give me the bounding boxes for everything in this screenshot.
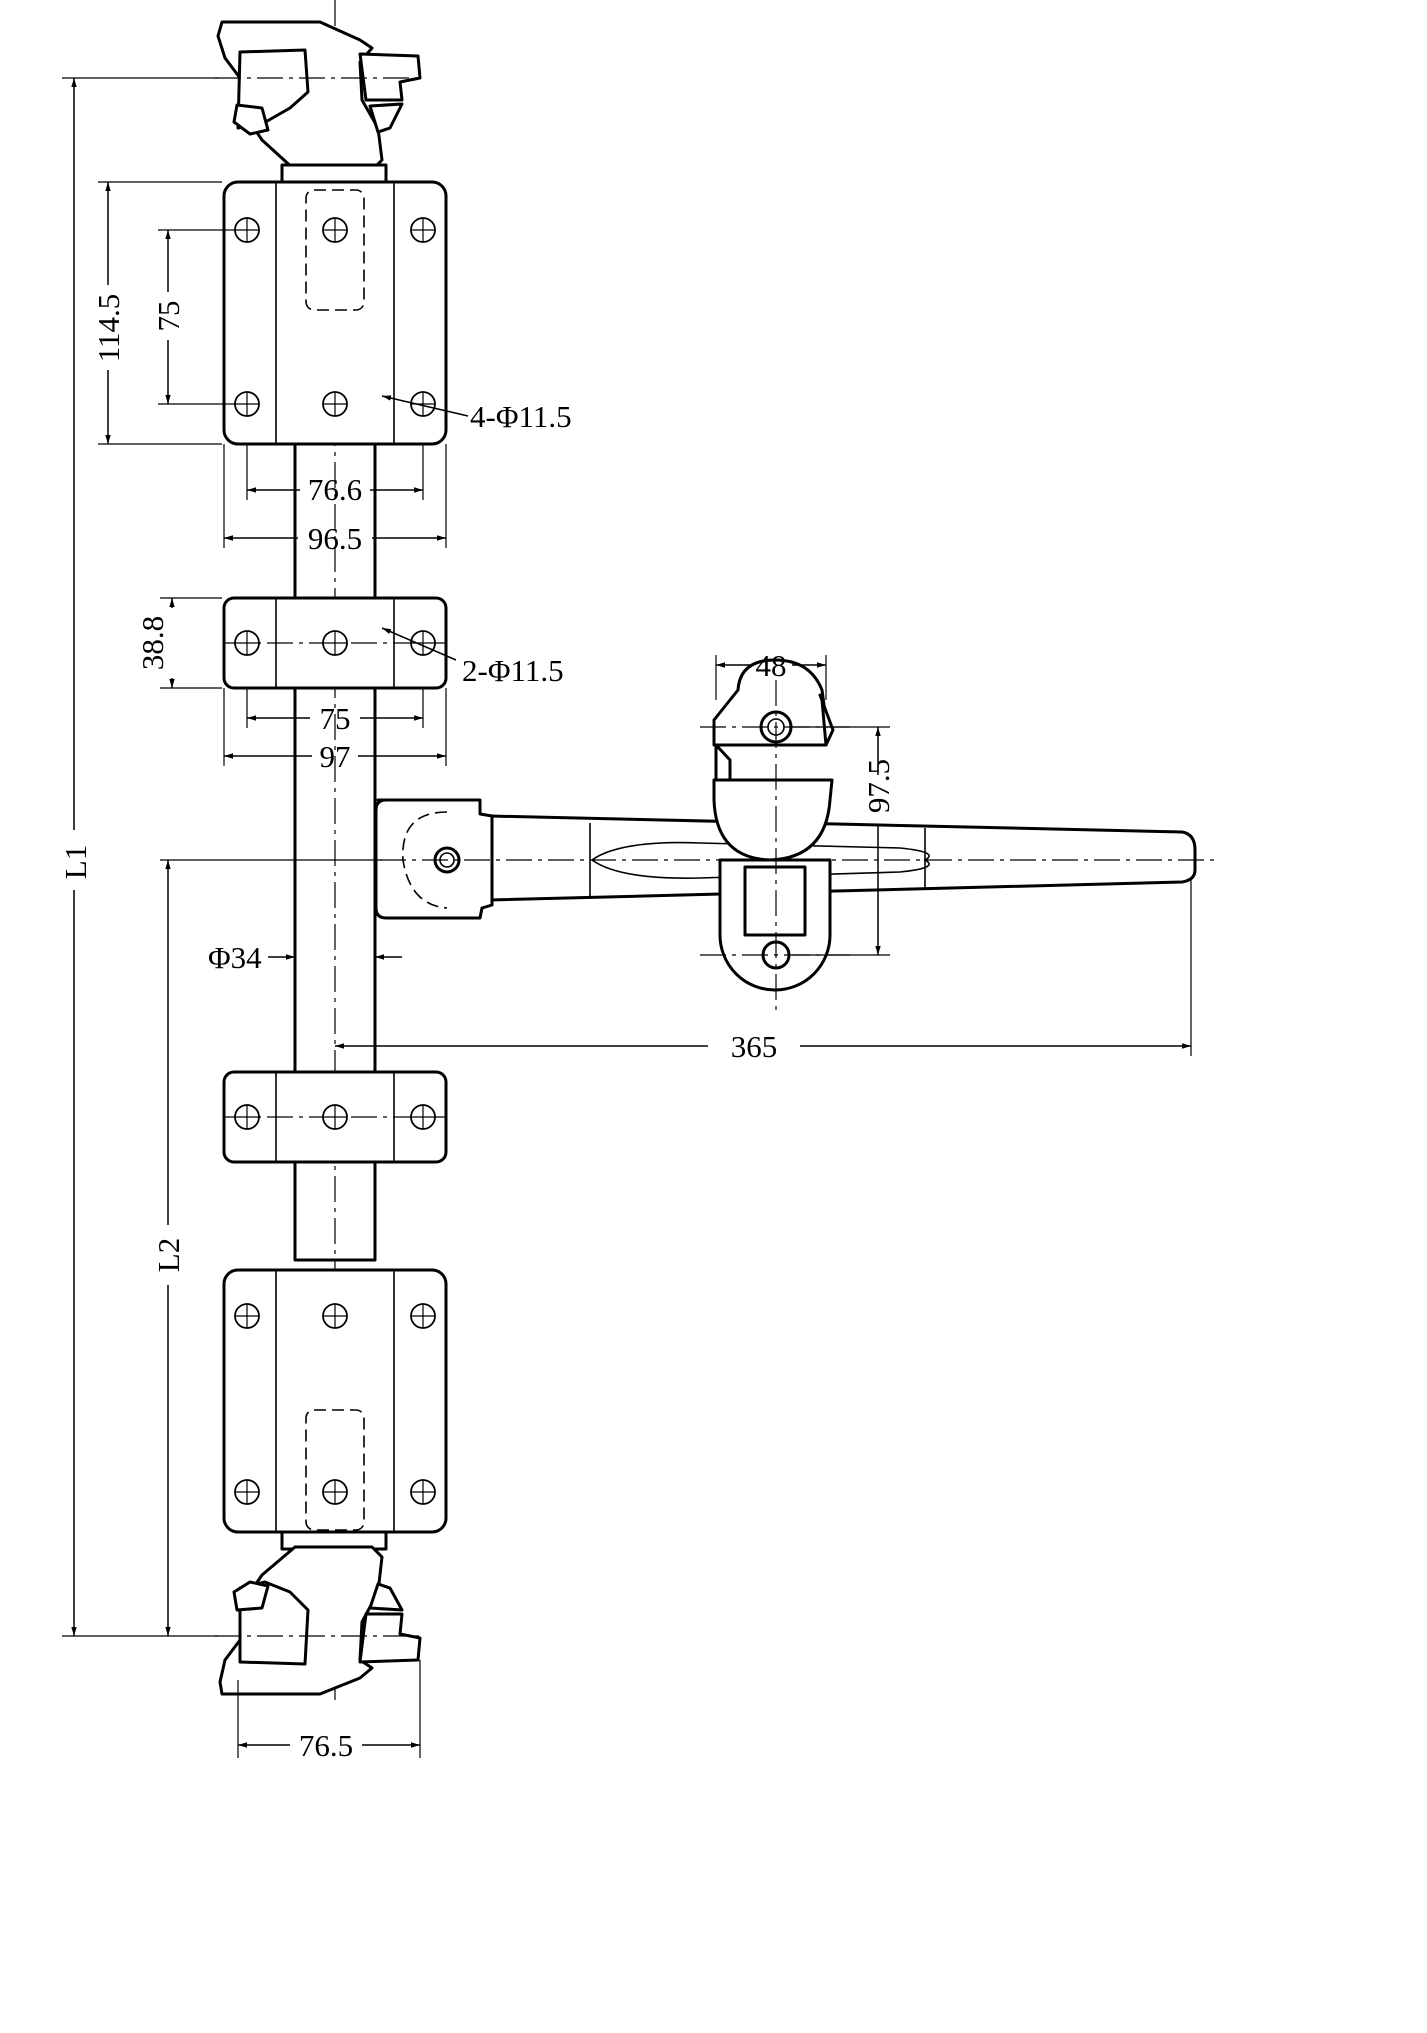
dim-label: Φ34 bbox=[208, 940, 262, 975]
top-cam-keeper bbox=[215, 20, 425, 184]
dim-label: 2-Φ11.5 bbox=[462, 653, 564, 688]
dim-label: 76.6 bbox=[308, 472, 362, 507]
dimension-guide-height: 38.8 bbox=[135, 597, 222, 689]
dim-label: 48 bbox=[756, 648, 787, 683]
dimension-overall-length: L1 bbox=[58, 77, 218, 1637]
bolt-hole bbox=[322, 1479, 348, 1505]
bolt-hole bbox=[234, 217, 260, 243]
bolt-hole bbox=[410, 1479, 436, 1505]
callout-guide-holes: 2-Φ11.5 bbox=[381, 627, 564, 688]
handle-keeper bbox=[700, 658, 850, 1010]
dimension-top-hole-spacing-h: 76.6 bbox=[246, 444, 424, 507]
dim-label: 365 bbox=[731, 1029, 778, 1064]
upper-rod-guide bbox=[222, 596, 448, 690]
bolt-hole bbox=[410, 630, 436, 656]
bolt-hole bbox=[410, 1303, 436, 1329]
bottom-cam-keeper bbox=[215, 1530, 425, 1696]
bolt-hole bbox=[322, 1104, 348, 1130]
callout-top-holes: 4-Φ11.5 bbox=[381, 395, 572, 434]
dimension-top-plate-width: 96.5 bbox=[223, 444, 447, 556]
dim-label: 97.5 bbox=[861, 759, 896, 813]
bolt-hole bbox=[410, 1104, 436, 1130]
bottom-mounting-plate bbox=[222, 1268, 448, 1534]
dimension-guide-width: 97 bbox=[223, 688, 447, 774]
dimension-guide-hole-spacing: 75 bbox=[246, 688, 424, 736]
top-mounting-plate bbox=[222, 180, 448, 446]
bolt-hole bbox=[234, 391, 260, 417]
dimension-keeper-width: 48 bbox=[715, 648, 827, 700]
dim-label: 96.5 bbox=[308, 521, 362, 556]
dimension-handle-height: L2 bbox=[151, 859, 382, 1636]
dim-label: 76.5 bbox=[299, 1728, 353, 1763]
dim-label: 114.5 bbox=[91, 294, 126, 363]
bolt-hole bbox=[234, 630, 260, 656]
dimension-keeper-hole-spacing: 97.5 bbox=[792, 726, 896, 956]
dim-label: 38.8 bbox=[135, 616, 170, 670]
dimension-handle-length: 365 bbox=[335, 880, 1192, 1064]
dim-label: L2 bbox=[151, 1238, 186, 1272]
bolt-hole bbox=[322, 217, 348, 243]
dim-label: 75 bbox=[151, 301, 186, 332]
bolt-hole bbox=[322, 391, 348, 417]
dim-label: 75 bbox=[320, 701, 351, 736]
dim-label: 97 bbox=[320, 739, 351, 774]
bolt-hole bbox=[234, 1303, 260, 1329]
bolt-hole bbox=[234, 1479, 260, 1505]
dimension-top-hole-spacing-v: 75 bbox=[151, 229, 236, 405]
lower-rod-guide bbox=[222, 1070, 448, 1164]
bolt-hole bbox=[410, 217, 436, 243]
dim-label: 4-Φ11.5 bbox=[470, 399, 572, 434]
dimension-top-plate-height: 114.5 bbox=[91, 181, 222, 445]
dimension-cam-width: 76.5 bbox=[237, 1660, 421, 1763]
dim-label: L1 bbox=[58, 845, 93, 879]
lock-handle bbox=[374, 798, 1215, 920]
bolt-hole bbox=[234, 1104, 260, 1130]
bolt-hole bbox=[322, 1303, 348, 1329]
dimension-rod-diameter: Φ34 bbox=[208, 940, 402, 975]
bolt-hole bbox=[322, 630, 348, 656]
